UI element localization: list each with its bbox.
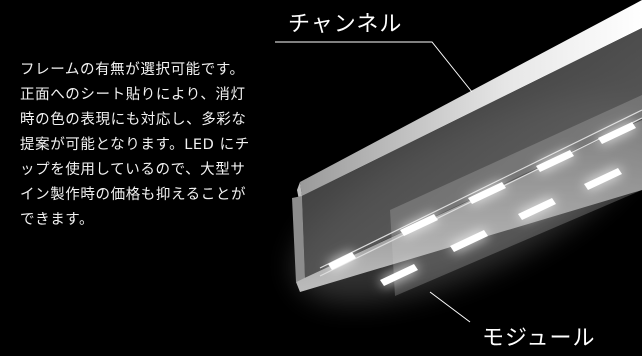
led-row-upper (328, 122, 636, 270)
module-label: モジュール (482, 326, 596, 351)
channel-end-wall (292, 196, 305, 282)
led-chip (400, 214, 438, 236)
led-chip (328, 252, 356, 270)
led-chip (536, 150, 574, 172)
led-row-lower (380, 168, 622, 286)
led-chip (468, 182, 506, 204)
channel-top-lip (300, 0, 642, 196)
channel-leader-line (275, 41, 473, 93)
led-chip (518, 198, 556, 220)
module-leader-line (429, 291, 471, 323)
channel-label: チャンネル (288, 12, 403, 37)
led-chip (584, 168, 622, 190)
led-chip (450, 230, 488, 252)
led-chip (380, 264, 418, 286)
channel-inner-wall (302, 28, 642, 278)
led-chip (598, 122, 636, 144)
description-text: フレームの有無が選択可能です。正面へのシート貼りにより、消灯時の色の表現にも対応… (20, 62, 250, 228)
module-wire-1 (319, 109, 642, 269)
